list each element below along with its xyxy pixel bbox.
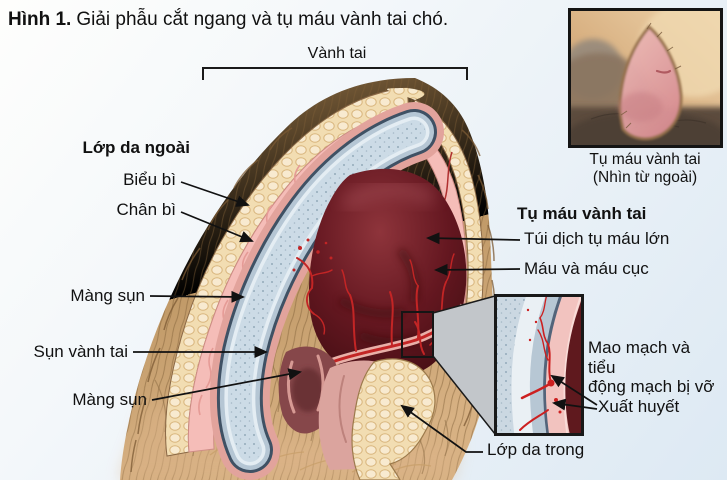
label-fluid-pocket: Túi dịch tụ máu lớn [524, 229, 670, 248]
photo-caption: Tụ máu vành tai (Nhìn từ ngoài) [566, 151, 724, 187]
arrow-perichondrium-top [149, 290, 246, 303]
label-dermis: Chân bì [116, 200, 176, 219]
label-broken-vessels: Mao mạch và tiểu động mạch bị vỡ [588, 338, 715, 397]
label-hemorrhage: Xuất huyết [598, 397, 680, 416]
hematoma-region [292, 168, 468, 379]
figure-title-text: Giải phẫu cắt ngang và tụ máu vành tai c… [76, 9, 449, 30]
cartilage-region [209, 102, 444, 480]
figure-title: Hình 1.Giải phẫu cắt ngang và tụ máu vàn… [8, 9, 448, 31]
inset-detail-box [494, 294, 584, 436]
photo-caption-line1: Tụ máu vành tai [589, 151, 701, 168]
arrow-hemorrhage-2 [551, 398, 598, 411]
arrow-dermis [180, 211, 254, 243]
inset-ruptured-vessels [519, 297, 553, 431]
label-cartilage: Sụn vành tai [33, 342, 128, 361]
arrow-epidermis [180, 181, 250, 207]
label-pinna: Vành tai [307, 45, 367, 62]
magnified-area-outline [401, 311, 434, 358]
leader-arrows [133, 181, 598, 453]
inner-skin-region [278, 346, 436, 480]
hematoma-photo [571, 11, 720, 145]
label-hematoma-header: Tụ máu vành tai [517, 204, 647, 223]
arrow-inner-skin [400, 404, 483, 453]
figure-number: Hình 1. [8, 9, 72, 30]
label-epidermis: Biểu bì [123, 170, 176, 189]
label-perichondrium-top: Màng sụn [70, 286, 145, 305]
label-blood-clots: Máu và máu cục [524, 259, 649, 278]
blood-droplets [292, 238, 333, 272]
hematoma-photo-inset [568, 8, 723, 148]
photo-caption-line2: (Nhìn từ ngoài) [592, 168, 698, 186]
pinna-bracket [202, 67, 468, 80]
arrow-hemorrhage-1 [550, 374, 598, 406]
label-inner-skin: Lớp da trong [487, 440, 585, 459]
label-perichondrium-bottom: Màng sụn [72, 390, 147, 409]
arrow-blood-clots [433, 263, 521, 276]
label-outer-skin: Lớp da ngoài [82, 138, 190, 157]
arrow-fluid-pocket [425, 232, 521, 245]
arrow-perichondrium-bottom [151, 368, 303, 401]
